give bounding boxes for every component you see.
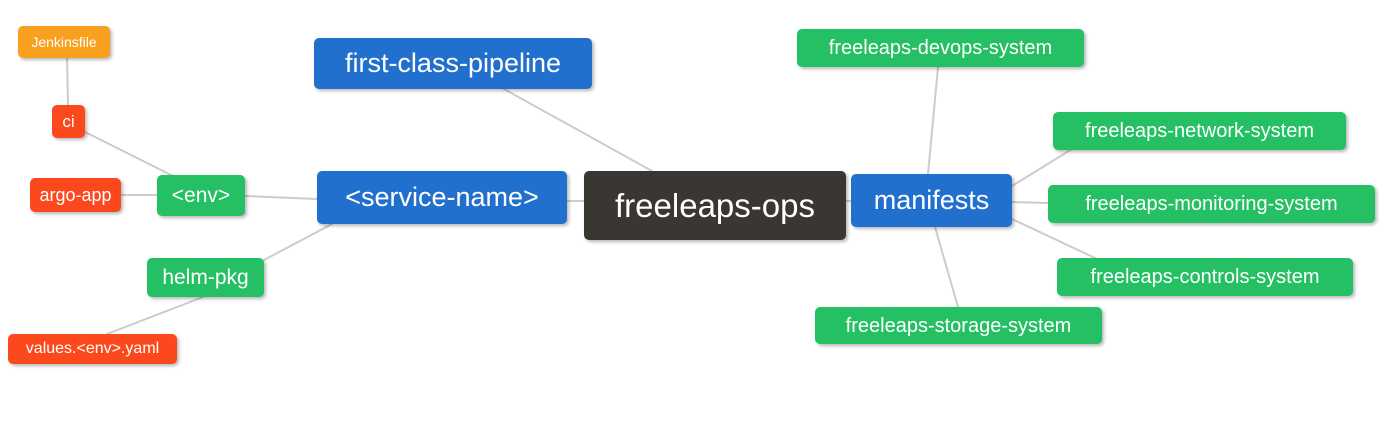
edge-env-to-service-name xyxy=(244,195,318,200)
edge-manifests-to-freeleaps-storage-system xyxy=(934,226,959,308)
mindmap-node-freeleaps-monitoring-system[interactable]: freeleaps-monitoring-system xyxy=(1048,185,1375,223)
edge-jenkinsfile-to-ci xyxy=(66,57,69,106)
mindmap-node-jenkinsfile[interactable]: Jenkinsfile xyxy=(18,26,110,58)
mindmap-node-freeleaps-controls-system[interactable]: freeleaps-controls-system xyxy=(1057,258,1353,296)
edge-manifests-to-freeleaps-controls-system xyxy=(1011,218,1096,259)
edge-first-class-pipeline-to-freeleaps-ops xyxy=(503,88,653,172)
edge-manifests-to-freeleaps-devops-system xyxy=(927,66,939,175)
edge-manifests-to-freeleaps-network-system xyxy=(1011,148,1073,187)
mindmap-node-freeleaps-ops[interactable]: freeleaps-ops xyxy=(584,171,846,240)
edge-service-name-to-helm-pkg xyxy=(263,223,333,261)
mindmap-node-manifests[interactable]: manifests xyxy=(851,174,1012,227)
mindmap-node-argo-app[interactable]: argo-app xyxy=(30,178,121,212)
mindmap-node-helm-pkg[interactable]: helm-pkg xyxy=(147,258,264,297)
mindmap-node-freeleaps-network-system[interactable]: freeleaps-network-system xyxy=(1053,112,1346,150)
mindmap-node-ci[interactable]: ci xyxy=(52,105,85,138)
edge-manifests-to-freeleaps-monitoring-system xyxy=(1011,201,1049,204)
mindmap-node-freeleaps-devops-system[interactable]: freeleaps-devops-system xyxy=(797,29,1084,67)
edge-ci-to-env xyxy=(84,131,176,178)
mindmap-node-freeleaps-storage-system[interactable]: freeleaps-storage-system xyxy=(815,307,1102,344)
mindmap-node-values-env-yaml[interactable]: values.<env>.yaml xyxy=(8,334,177,364)
edge-helm-pkg-to-values-env-yaml xyxy=(106,296,204,335)
mindmap-node-env[interactable]: <env> xyxy=(157,175,245,216)
mindmap-node-first-class-pipeline[interactable]: first-class-pipeline xyxy=(314,38,592,89)
mindmap-node-service-name[interactable]: <service-name> xyxy=(317,171,567,224)
